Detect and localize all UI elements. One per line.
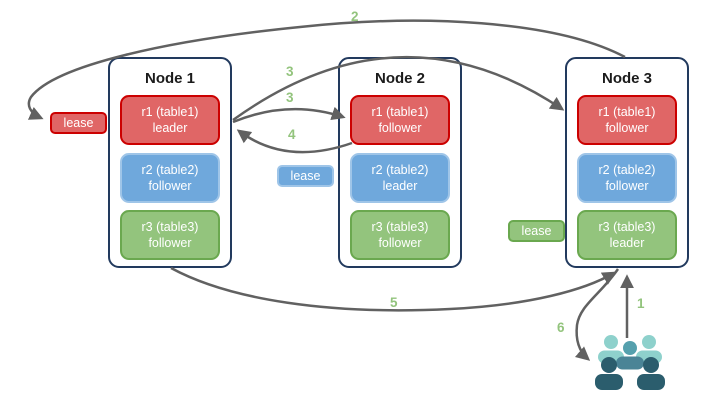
lease-badge-red: lease [50, 112, 107, 134]
replica-label: r1 (table1) [371, 105, 429, 119]
node-3-replica-r2: r2 (table2) follower [577, 153, 677, 203]
step-label-5: 5 [390, 295, 398, 310]
node-2-title: Node 2 [374, 70, 425, 87]
node-3-title: Node 3 [601, 70, 652, 87]
replica-label: r3 (table3) [371, 220, 429, 234]
step-label-4: 4 [288, 127, 296, 142]
node-3-replica-r1: r1 (table1) follower [577, 95, 677, 145]
node-2-replica-r1: r1 (table1) follower [350, 95, 450, 145]
users-front-row [595, 357, 665, 390]
step-label-3b: 3 [286, 90, 294, 105]
replica-role: leader [609, 236, 645, 250]
replica-role: follower [148, 236, 192, 250]
replica-role: follower [378, 121, 422, 135]
replica-label: r3 (table3) [598, 220, 656, 234]
node-1-replica-r1: r1 (table1) leader [120, 95, 220, 145]
replica-role: follower [378, 236, 422, 250]
node-2-box: Node 2 r1 (table1) follower r2 (table2) … [338, 57, 462, 268]
replica-label: r2 (table2) [371, 163, 429, 177]
replica-role: follower [148, 179, 192, 193]
replica-label: r2 (table2) [141, 163, 199, 177]
replica-role: follower [605, 179, 649, 193]
step-label-3a: 3 [286, 64, 294, 79]
replica-label: r1 (table1) [141, 105, 199, 119]
lease-badge-blue: lease [277, 165, 334, 187]
step-label-6: 6 [557, 320, 565, 335]
replica-label: r2 (table2) [598, 163, 656, 177]
arrow-step-3b [232, 106, 346, 124]
replica-role: follower [605, 121, 649, 135]
step-label-1: 1 [637, 296, 645, 311]
lease-badge-green: lease [508, 220, 565, 242]
node-1-box: Node 1 r1 (table1) leader r2 (table2) fo… [108, 57, 232, 268]
node-2-replica-r3: r3 (table3) follower [350, 210, 450, 260]
node-1-replica-r3: r3 (table3) follower [120, 210, 220, 260]
users-icon [595, 335, 665, 390]
node-1-replica-r2: r2 (table2) follower [120, 153, 220, 203]
node-2-replica-r2: r2 (table2) leader [350, 153, 450, 203]
step-label-2: 2 [351, 9, 359, 24]
replica-role: leader [382, 179, 418, 193]
replica-role: leader [152, 121, 188, 135]
node-3-box: Node 3 r1 (table1) follower r2 (table2) … [565, 57, 689, 268]
replica-label: r3 (table3) [141, 220, 199, 234]
node-1-title: Node 1 [144, 70, 195, 87]
replica-label: r1 (table1) [598, 105, 656, 119]
users-middle-person [616, 341, 644, 370]
node-3-replica-r3: r3 (table3) leader [577, 210, 677, 260]
